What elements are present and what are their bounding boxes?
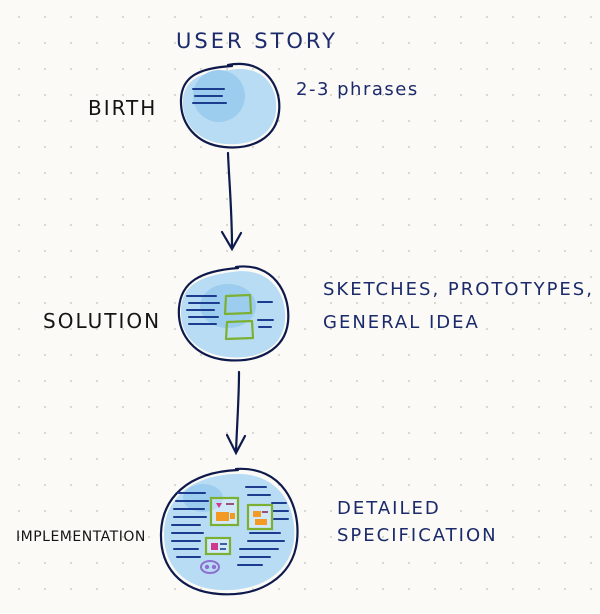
note-birth: 2-3 phrases [296,79,419,100]
solution-sketches [223,293,255,341]
implementation-mockups [200,496,274,574]
note-solution-line-1: SKETCHES, PROTOTYPES, [323,279,594,300]
diagram-title: USER STORY [176,29,338,53]
stage-label-implementation: IMPLEMENTATION [16,529,146,545]
birth-circle [179,62,281,149]
birth-text-lines [192,88,227,104]
note-implementation-line-1: DETAILED [337,498,441,519]
solution-circle [177,265,290,362]
implementation-circle [159,467,299,596]
stage-label-solution: SOLUTION [43,309,162,333]
stage-label-birth: BIRTH [88,96,158,120]
arrow-solution-to-implementation [225,370,247,456]
implementation-text-lines [171,486,289,566]
arrow-birth-to-solution [220,151,243,252]
solution-text-lines [186,295,274,328]
note-solution-line-2: GENERAL IDEA [323,312,480,333]
note-implementation-line-2: SPECIFICATION [337,525,498,546]
